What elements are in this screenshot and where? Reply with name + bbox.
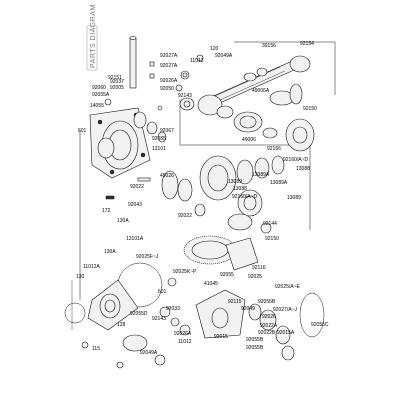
differential-carrier — [199, 118, 315, 234]
callout-13089A: 13089A — [252, 172, 270, 178]
callout-13089A: 13089A — [270, 180, 288, 186]
gear-housing-left — [89, 107, 167, 179]
callout-49006A: 49006A — [252, 88, 270, 94]
callout-128: 128 — [117, 322, 126, 328]
callout-92065: 92065 — [152, 136, 166, 142]
callout-92055: 92055 — [220, 272, 234, 278]
callout-11012: 11012 — [178, 339, 192, 345]
callout-92055C: 92055C — [311, 322, 329, 328]
callout-130A: 130A — [104, 249, 116, 255]
callout-92027A: 92027A — [160, 53, 178, 59]
callout-92055D: 92055D — [130, 311, 148, 317]
callout-130: 130 — [76, 274, 85, 280]
callout-92049A: 92049A — [140, 350, 158, 356]
callout-92033: 92033 — [166, 306, 180, 312]
callout-92143: 92143 — [178, 93, 192, 99]
axle-frame — [234, 41, 336, 95]
callout-92055B: 92055B — [246, 345, 264, 351]
callout-13089: 13089 — [287, 195, 301, 201]
callout-92037: 92037 — [110, 79, 124, 85]
callout-92049A: 92049A — [215, 53, 233, 59]
callout-92022A: 92022A — [260, 323, 278, 329]
callout-92015A: 92015A — [277, 330, 295, 336]
callout-92166: 92166 — [267, 146, 281, 152]
callout-92022: 92022 — [178, 213, 192, 219]
callout-92049: 92049 — [241, 306, 255, 312]
callout-120: 120 — [210, 46, 219, 52]
callout-601: 601 — [158, 289, 167, 295]
callout-92005: 92005 — [110, 85, 124, 91]
callout-92150: 92150 — [265, 236, 279, 242]
callout-92160-a-d: 92160/A~D — [232, 194, 258, 200]
callout-92060: 92060 — [92, 85, 106, 91]
pins-top — [104, 36, 204, 111]
callout-92050: 92050 — [160, 86, 174, 92]
callout-13088: 13088 — [296, 166, 310, 172]
callout-14055: 14055 — [90, 103, 104, 109]
callout-92026A: 92026A — [174, 331, 192, 337]
callout-92025F-J: 92025F~J — [136, 254, 159, 260]
callout-92027A: 92027A — [160, 63, 178, 69]
callout-92055B: 92055B — [258, 299, 276, 305]
callout-13089: 13089 — [228, 179, 242, 185]
callout-11012A: 11012A — [83, 264, 101, 270]
watermark-logo: PARTS DIAGRAM — [86, 4, 98, 71]
callout-92022: 92022 — [130, 184, 144, 190]
cv-joint-boot — [197, 94, 278, 139]
callout-92115: 92115 — [228, 299, 242, 305]
callout-92116: 92116 — [252, 265, 266, 271]
callout-601: 601 — [78, 128, 87, 134]
callout-11012: 11012 — [190, 58, 204, 64]
callout-92025K-P: 92025K~P — [173, 269, 197, 275]
callout-92055B: 92055B — [246, 337, 264, 343]
callout-labels: 92027A 92027A 120 92049A 39156 92154 110… — [76, 41, 329, 356]
callout-92026: 92026 — [262, 314, 276, 320]
pinion-gear — [105, 170, 206, 217]
callout-92150: 92150 — [303, 106, 317, 112]
drive-shaft — [199, 55, 311, 111]
callout-92151: 92151 — [108, 75, 122, 81]
ring-gear — [183, 235, 259, 271]
callout-92067: 92067 — [160, 128, 174, 134]
callout-92144: 92144 — [263, 221, 277, 227]
callout-92143: 92143 — [152, 316, 166, 322]
callout-115: 115 — [92, 346, 100, 352]
callout-92022B: 92022B — [258, 330, 276, 336]
callout-92025-a-e: 92025/A~E — [275, 284, 301, 290]
callout-13088: 13088 — [233, 186, 247, 192]
callout-130A: 130A — [117, 218, 129, 224]
callout-92025: 92025 — [248, 274, 262, 280]
callout-49026: 49026 — [160, 173, 174, 179]
callout-172: 172 — [102, 208, 111, 214]
callout-92055A: 92055A — [92, 92, 110, 98]
callout-41045: 41045 — [204, 281, 218, 287]
callout-92043: 92043 — [128, 202, 142, 208]
callout-92015: 92015 — [214, 334, 228, 340]
lower-housing — [64, 262, 325, 369]
callout-92027-a-j: 92027/A~J — [273, 307, 298, 313]
callout-13101A: 13101A — [126, 236, 144, 242]
watermark-text: PARTS DIAGRAM — [90, 4, 97, 68]
callout-39156: 39156 — [262, 43, 276, 49]
callout-49006: 49006 — [242, 137, 256, 143]
callout-92154: 92154 — [300, 41, 314, 47]
callout-92026A: 92026A — [160, 78, 178, 84]
callout-13101: 13101 — [152, 146, 166, 152]
callout-92160-a-d: 92160/A~D — [283, 157, 309, 163]
